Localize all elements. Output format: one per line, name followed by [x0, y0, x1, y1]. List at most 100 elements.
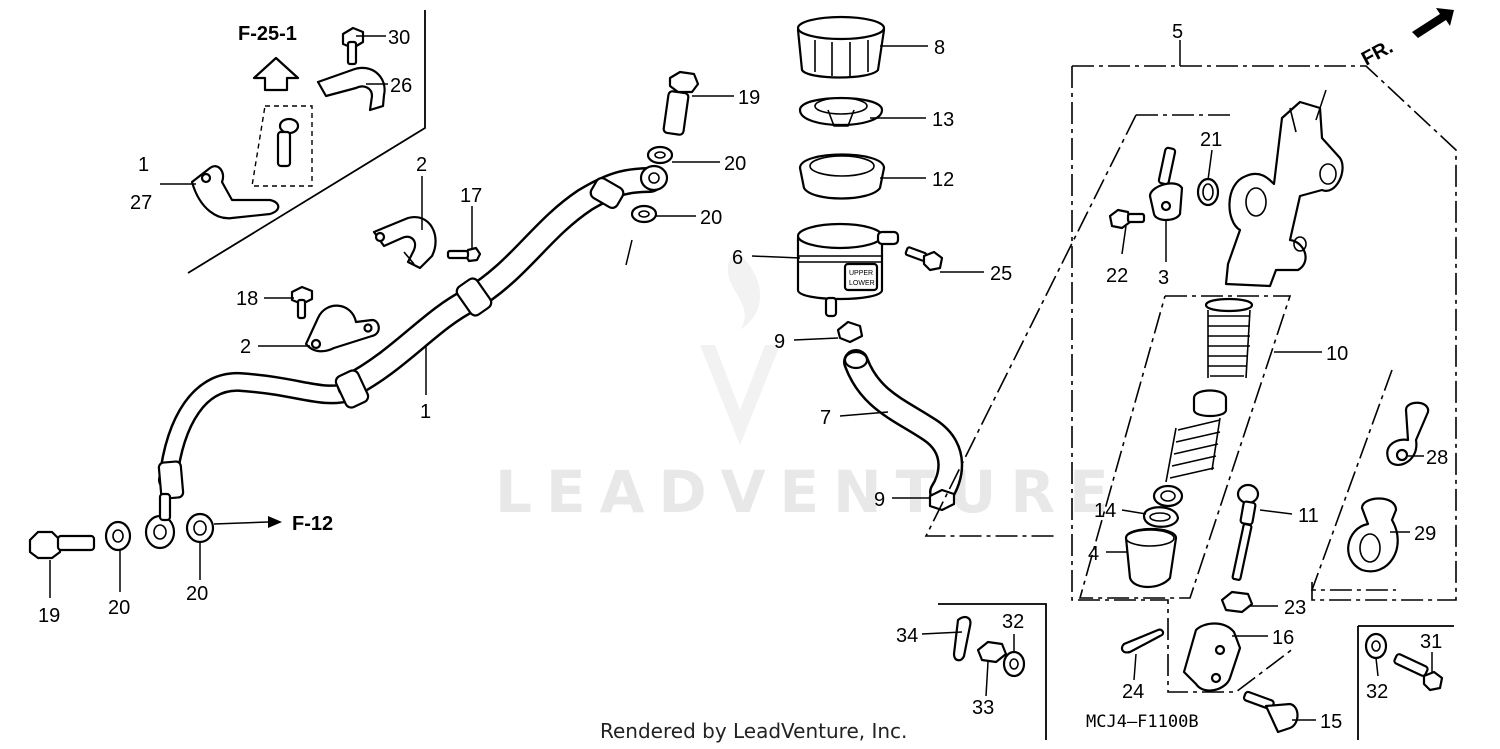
callout-10: 10 [1326, 343, 1348, 365]
nut-23 [1220, 590, 1254, 614]
reference-f25: F-25-1 [238, 23, 297, 45]
callout-6: 6 [732, 247, 743, 269]
callout-19: 19 [38, 605, 60, 627]
direction-tick [625, 239, 633, 266]
bolt-dashed-box-part [276, 117, 300, 168]
callout-2: 2 [240, 336, 251, 358]
o-ring-21 [1196, 177, 1220, 207]
hose-clip-9-upper [836, 320, 864, 344]
bolt-30 [341, 26, 365, 66]
callout-15: 15 [1320, 711, 1342, 733]
watermark-text: LEADVENTURE [495, 458, 1123, 526]
reservoir-upper-label: UPPER [849, 270, 873, 277]
callout-34: 34 [896, 625, 918, 647]
callout-19: 19 [738, 87, 760, 109]
diagram-code: MCJ4—F1100B [1086, 712, 1199, 732]
reservoir-hose-7 [843, 349, 964, 505]
reservoir-lower-label: LOWER [849, 280, 875, 287]
callout-3: 3 [1158, 267, 1169, 289]
callout-8: 8 [934, 37, 945, 59]
brake-hose-1 [144, 164, 669, 550]
callout-24: 24 [1122, 681, 1144, 703]
watermark-logo [700, 250, 780, 445]
bolt-31 [1393, 653, 1444, 692]
washer-20-b [185, 512, 215, 544]
cotter-pin-34 [952, 616, 972, 662]
callout-13: 13 [932, 109, 954, 131]
reference-f12: F-12 [292, 513, 333, 535]
diaphragm-12 [798, 153, 886, 200]
plate-13 [798, 96, 884, 127]
callout-17: 17 [460, 185, 482, 207]
nut-33 [976, 640, 1008, 664]
boot-4 [1124, 528, 1178, 589]
bracket-16 [1182, 622, 1242, 692]
washer-32-a [1002, 650, 1026, 678]
bracket-1-27 [190, 165, 280, 220]
circlip-14 [1142, 506, 1180, 528]
reservoir-6: UPPER LOWER [796, 222, 900, 318]
pin-15 [1242, 690, 1299, 734]
washer-20-a [104, 520, 132, 552]
callout-16: 16 [1272, 627, 1294, 649]
spring-10 [1204, 297, 1254, 379]
callout-5: 5 [1172, 21, 1183, 43]
callout-28: 28 [1426, 447, 1448, 469]
joint-28 [1386, 401, 1430, 466]
callout-1: 1 [420, 401, 431, 423]
callout-26: 26 [390, 75, 412, 97]
callout-9: 9 [774, 331, 785, 353]
callout-25: 25 [990, 263, 1012, 285]
push-rod-11 [1231, 483, 1260, 581]
direction-arrow-icon [1412, 8, 1454, 38]
banjo-bolt-19-lower [28, 530, 96, 560]
bolt-17 [446, 246, 482, 263]
clamp-26 [316, 66, 386, 112]
callout-4: 4 [1088, 543, 1099, 565]
clamp-2-upper [372, 215, 437, 270]
callout-29: 29 [1414, 523, 1436, 545]
callout-30: 30 [388, 27, 410, 49]
hose-clip-9-lower [928, 488, 956, 512]
callout-1: 1 [138, 154, 149, 176]
eye-29 [1347, 497, 1399, 573]
washer-32-b [1364, 632, 1388, 660]
callout-20: 20 [186, 583, 208, 605]
callout-32: 32 [1002, 611, 1024, 633]
up-arrow-icon [252, 56, 300, 92]
banjo-bolt-19-upper [662, 70, 700, 136]
callout-12: 12 [932, 169, 954, 191]
leader-lines [49, 35, 1433, 721]
callout-7: 7 [820, 407, 831, 429]
callout-33: 33 [972, 697, 994, 719]
seal-10 [1152, 484, 1184, 508]
credit-line: Rendered by LeadVenture, Inc. [600, 719, 907, 743]
direction-tick [1315, 89, 1327, 121]
clamp-2-lower [304, 304, 380, 353]
bolt-22 [1108, 208, 1146, 230]
callout-20: 20 [108, 597, 130, 619]
callout-18: 18 [236, 288, 258, 310]
callout-21: 21 [1200, 129, 1222, 151]
master-cylinder-boundary [924, 65, 1457, 740]
callout-23: 23 [1284, 597, 1306, 619]
cotter-pin-24 [1120, 628, 1165, 654]
callout-14: 14 [1094, 500, 1116, 522]
callout-11: 11 [1298, 505, 1319, 527]
callout-2: 2 [416, 154, 427, 176]
boundary-lines [187, 10, 426, 274]
washer-20-d [630, 204, 658, 224]
bolt-25 [904, 246, 944, 272]
callout-20: 20 [700, 207, 722, 229]
callout-27: 27 [130, 192, 152, 214]
callout-31: 31 [1420, 631, 1442, 653]
bolt-18 [290, 285, 314, 320]
callout-9: 9 [874, 489, 885, 511]
reservoir-cap-8 [796, 15, 886, 79]
piston-10 [1165, 389, 1228, 483]
callout-22: 22 [1106, 265, 1128, 287]
callout-32: 32 [1366, 681, 1388, 703]
washer-20-c [646, 145, 674, 165]
joint-3 [1148, 146, 1184, 222]
